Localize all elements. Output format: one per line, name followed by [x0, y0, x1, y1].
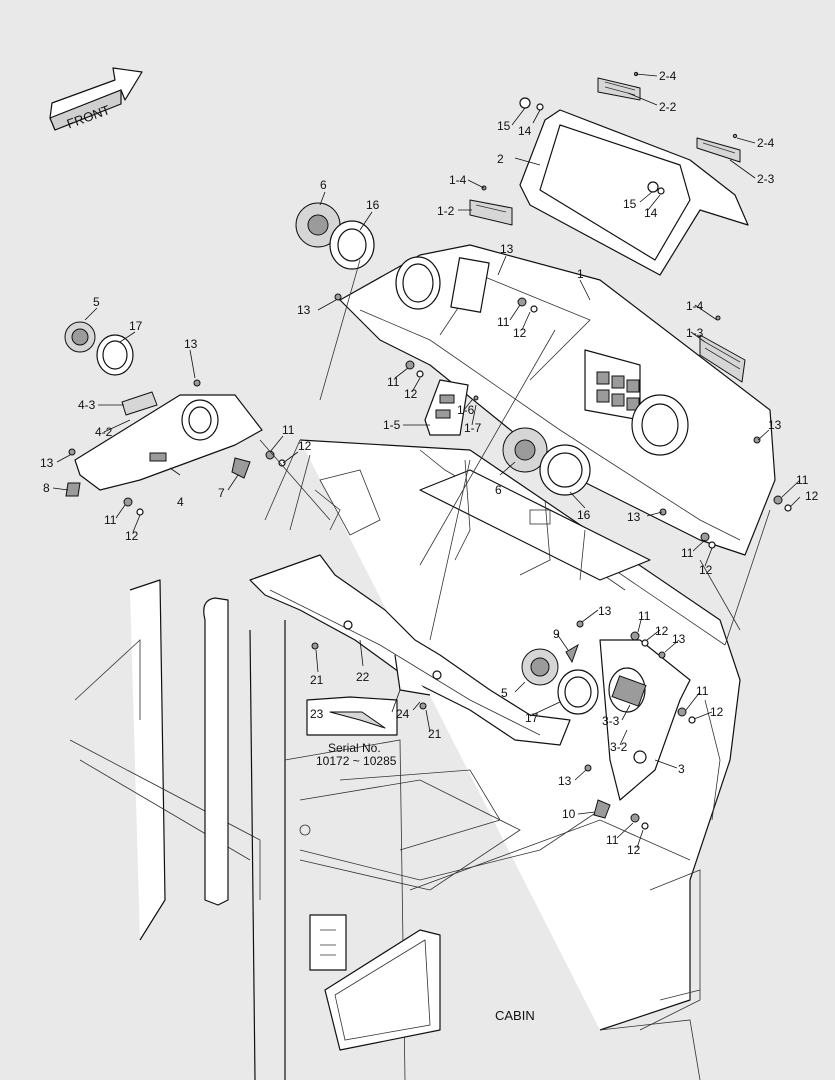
section-label-cabin: CABIN: [495, 1008, 535, 1023]
callout-13-center: 13: [500, 242, 514, 256]
callout-1-5: 1-5: [383, 418, 401, 432]
callout-11-center: 11: [497, 315, 510, 329]
callout-15-mid: 15: [623, 197, 637, 211]
callout-7: 7: [218, 486, 225, 500]
front-arrow: FRONT: [49, 67, 143, 131]
leader-lines: [52, 73, 801, 849]
callout-23: 23: [310, 707, 324, 721]
callout-3-2: 3-2: [610, 740, 628, 754]
serial-inset: [306, 696, 398, 736]
callout-2: 2: [497, 152, 504, 166]
callout-22: 22: [356, 670, 370, 684]
callout-14-mid: 14: [644, 206, 658, 220]
callout-4: 4: [177, 495, 184, 509]
callout-11-left: 11: [282, 423, 295, 437]
callout-17-left: 17: [129, 319, 143, 333]
callout-12-console: 12: [655, 624, 669, 638]
callout-11-console: 11: [638, 609, 651, 623]
callout-12-mid: 12: [404, 387, 418, 401]
callout-1-4-top: 1-4: [449, 173, 467, 187]
serial-label: Serial No.: [328, 741, 381, 755]
callout-13-rightmid: 13: [627, 510, 641, 524]
callout-10: 10: [562, 807, 576, 821]
callout-12-left: 12: [298, 439, 312, 453]
callout-8: 8: [43, 481, 50, 495]
callout-11-rightmid: 11: [681, 546, 694, 560]
callout-16-center: 16: [577, 508, 591, 522]
callout-11-right: 11: [796, 473, 809, 487]
callout-12-right: 12: [805, 489, 819, 503]
fasteners: [68, 185, 792, 830]
callout-14-top: 14: [518, 124, 532, 138]
callout-1-3: 1-3: [686, 326, 704, 340]
callout-9: 9: [553, 627, 560, 641]
callout-2-4-top: 2-4: [659, 69, 677, 83]
callout-1: 1: [577, 267, 584, 281]
round-vents: [295, 202, 591, 496]
callout-13-leftpanel: 13: [184, 337, 198, 351]
callout-16-top: 16: [366, 198, 380, 212]
callout-1-4-right: 1-4: [686, 299, 704, 313]
callout-13-right: 13: [768, 418, 782, 432]
callout-1-7: 1-7: [464, 421, 482, 435]
callout-4-3: 4-3: [78, 398, 96, 412]
callout-11-mid: 11: [387, 375, 400, 389]
callout-17-lower: 17: [525, 711, 539, 725]
callout-13-console: 13: [598, 604, 612, 618]
callout-6-top: 6: [320, 178, 327, 192]
callout-5-lower: 5: [501, 686, 508, 700]
main-dashboard: [339, 199, 776, 556]
callout-1-6: 1-6: [457, 403, 475, 417]
callout-1-2: 1-2: [437, 204, 455, 218]
callout-3: 3: [678, 762, 685, 776]
callout-21-right: 21: [428, 727, 442, 741]
callout-6-center: 6: [495, 483, 502, 497]
callout-12-lowerright: 12: [710, 705, 724, 719]
callout-11-bottom: 11: [606, 833, 619, 847]
callout-12-center: 12: [513, 326, 527, 340]
callout-24: 24: [396, 707, 410, 721]
callout-11-leftbottom: 11: [104, 513, 117, 527]
callout-labels: 2-4 2-2 15 14 2 2-4 2-3 15 14 1-4 1-2 6 …: [40, 69, 819, 857]
callout-13-bottom: 13: [558, 774, 572, 788]
serial-range: 10172 ~ 10285: [316, 754, 397, 768]
callout-15-top: 15: [497, 119, 511, 133]
callout-21-left: 21: [310, 673, 324, 687]
left-side-panel: [64, 321, 263, 497]
callout-2-4-right: 2-4: [757, 136, 775, 150]
callout-13-left: 13: [297, 303, 311, 317]
callout-11-lowerright: 11: [696, 684, 709, 698]
callout-4-2: 4-2: [95, 425, 113, 439]
callout-3-3: 3-3: [602, 714, 620, 728]
callout-2-2: 2-2: [659, 100, 677, 114]
callout-13-console-right: 13: [672, 632, 686, 646]
callout-13-farleft: 13: [40, 456, 54, 470]
callout-12-bottom: 12: [627, 843, 641, 857]
lower-consoles: [249, 554, 691, 819]
upper-frame-panel: [519, 71, 749, 276]
callout-2-3: 2-3: [757, 172, 775, 186]
callout-5-left: 5: [93, 295, 100, 309]
callout-12-rightmid: 12: [699, 563, 713, 577]
callout-12-leftbottom: 12: [125, 529, 139, 543]
